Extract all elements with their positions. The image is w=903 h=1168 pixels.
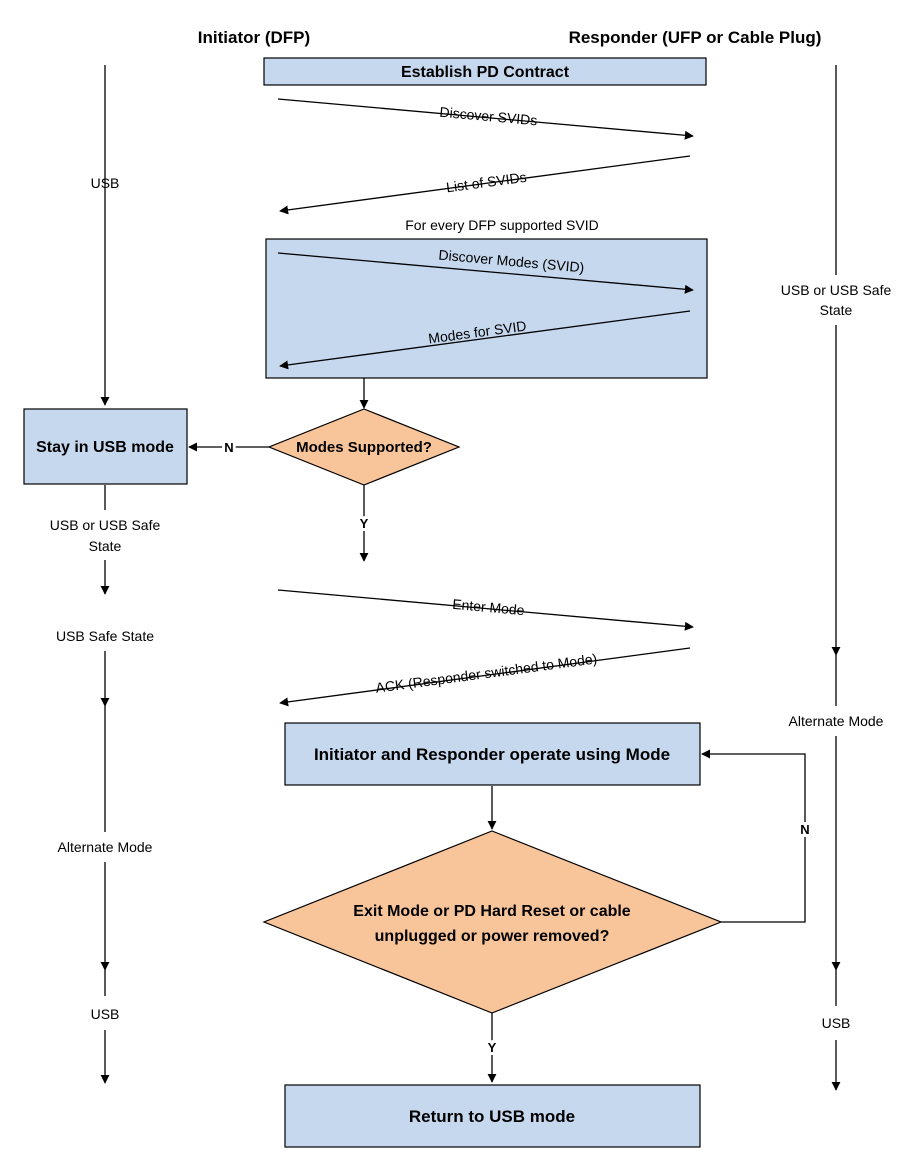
return-usb-label: Return to USB mode — [409, 1107, 575, 1126]
ack-arrow — [279, 647, 691, 707]
establish-contract-box — [263, 57, 707, 86]
list-svids-label: List of SVIDs — [445, 169, 527, 196]
modes-yes-label: Y — [360, 516, 369, 531]
exit-decision — [262, 830, 723, 1014]
stay-usb-label: Stay in USB mode — [36, 439, 174, 456]
exit-no-label: N — [800, 822, 809, 837]
operate-mode-box — [284, 722, 701, 786]
enter-mode-arrow — [277, 589, 694, 631]
exit-yes-label: Y — [488, 1040, 497, 1055]
modes-no-label: N — [224, 440, 233, 455]
stay-usb-box — [23, 408, 188, 485]
operate-mode-label: Initiator and Responder operate using Mo… — [314, 745, 670, 764]
responder-state-usb-or-safe-2: State — [820, 302, 853, 318]
initiator-state-usb-final: USB — [91, 1006, 120, 1022]
exit-no-loop-arrow — [701, 749, 806, 923]
modes-supported-label: Modes Supported? — [296, 439, 432, 456]
list-svids-arrow — [279, 155, 691, 215]
modes-for-svid-arrow — [279, 310, 691, 370]
initiator-state-usb-safe: USB Safe State — [56, 628, 154, 644]
svid-loop-frame — [265, 238, 708, 379]
loop-label: For every DFP supported SVID — [405, 217, 598, 233]
establish-contract-label: Establish PD Contract — [401, 64, 570, 81]
responder-state-alternate: Alternate Mode — [789, 713, 884, 729]
initiator-header: Initiator (DFP) — [198, 28, 310, 47]
discover-svids-label: Discover SVIDs — [439, 104, 538, 129]
initiator-state-usb-or-safe-1: USB or USB Safe — [50, 517, 161, 533]
discover-modes-arrow — [277, 252, 694, 294]
exit-decision-line2: unplugged or power removed? — [375, 928, 610, 945]
return-usb-box — [284, 1084, 701, 1148]
responder-state-usb-or-safe-1: USB or USB Safe — [781, 282, 892, 298]
exit-decision-line1: Exit Mode or PD Hard Reset or cable — [353, 903, 631, 920]
responder-header: Responder (UFP or Cable Plug) — [569, 28, 822, 47]
ack-label: ACK (Responder switched to Mode) — [375, 650, 598, 695]
discover-svids-arrow — [277, 98, 694, 140]
enter-mode-label: Enter Mode — [452, 596, 526, 618]
initiator-state-alternate: Alternate Mode — [58, 839, 153, 855]
responder-state-usb-final: USB — [822, 1015, 851, 1031]
initiator-state-usb-or-safe-2: State — [89, 538, 122, 554]
initiator-state-usb: USB — [91, 175, 120, 191]
